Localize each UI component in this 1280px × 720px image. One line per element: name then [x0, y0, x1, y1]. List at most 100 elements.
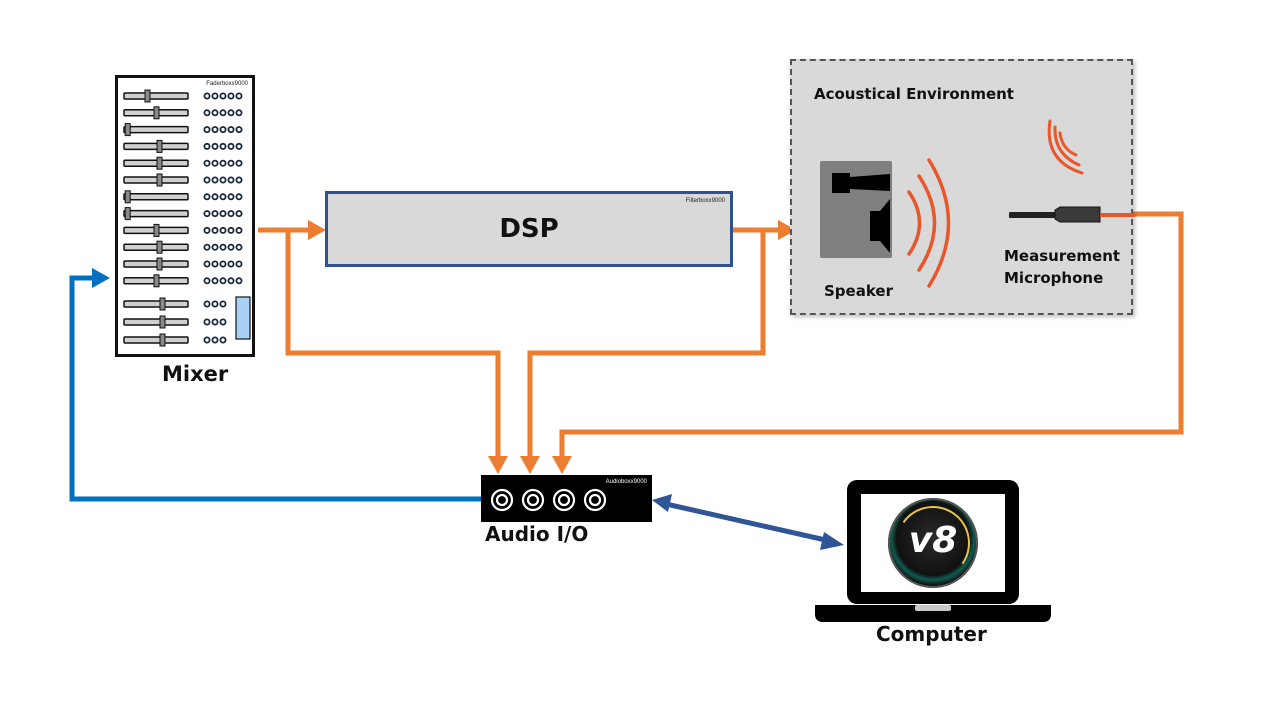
channel-knob[interactable] [203, 109, 211, 117]
channel-knob[interactable] [211, 277, 219, 285]
channel-knob[interactable] [219, 159, 227, 167]
channel-fader[interactable] [123, 223, 189, 237]
channel-knob[interactable] [235, 126, 243, 134]
channel-fader[interactable] [123, 274, 189, 288]
mixer-device[interactable]: Faderboxx9000 [115, 75, 255, 357]
channel-fader[interactable] [123, 156, 189, 170]
channel-knob[interactable] [219, 193, 227, 201]
bus-knob[interactable] [211, 318, 219, 326]
channel-knob[interactable] [219, 226, 227, 234]
channel-knob[interactable] [235, 193, 243, 201]
channel-knob[interactable] [203, 243, 211, 251]
channel-fader[interactable] [123, 123, 189, 137]
channel-knob[interactable] [211, 142, 219, 150]
channel-knob[interactable] [235, 92, 243, 100]
channel-knob[interactable] [219, 243, 227, 251]
channel-knob[interactable] [211, 126, 219, 134]
channel-fader[interactable] [123, 190, 189, 204]
channel-knob[interactable] [211, 92, 219, 100]
audio-io-label: Audio I/O [485, 522, 589, 546]
channel-knob[interactable] [211, 109, 219, 117]
bus-knob[interactable] [211, 300, 219, 308]
bus-knob[interactable] [203, 300, 211, 308]
channel-knob[interactable] [203, 92, 211, 100]
audio-jack-icon[interactable] [552, 488, 576, 512]
bus-fader[interactable] [123, 315, 189, 329]
channel-knob[interactable] [203, 260, 211, 268]
computer-laptop-icon[interactable]: v8 [815, 478, 1051, 623]
channel-knob[interactable] [203, 277, 211, 285]
app-logo-v8-icon[interactable]: v8 [888, 498, 978, 588]
microphone-sound-waves-icon [1047, 119, 1084, 175]
audio-jack-icon[interactable] [521, 488, 545, 512]
channel-knob[interactable] [227, 260, 235, 268]
channel-fader[interactable] [123, 173, 189, 187]
channel-knob[interactable] [227, 159, 235, 167]
bus-fader[interactable] [123, 297, 189, 311]
channel-knob[interactable] [235, 210, 243, 218]
channel-knob[interactable] [219, 142, 227, 150]
bus-knob[interactable] [219, 300, 227, 308]
channel-knob[interactable] [219, 126, 227, 134]
channel-knob[interactable] [227, 193, 235, 201]
bus-knob[interactable] [211, 336, 219, 344]
channel-knob[interactable] [211, 243, 219, 251]
channel-knob[interactable] [227, 142, 235, 150]
channel-knob[interactable] [203, 226, 211, 234]
channel-knob[interactable] [227, 210, 235, 218]
channel-knob[interactable] [211, 159, 219, 167]
channel-knob[interactable] [219, 277, 227, 285]
channel-knob[interactable] [203, 126, 211, 134]
dsp-device[interactable]: Filterboxx9000 DSP [325, 191, 733, 267]
channel-knob[interactable] [203, 142, 211, 150]
bus-knob[interactable] [203, 318, 211, 326]
channel-knob[interactable] [203, 210, 211, 218]
channel-knob[interactable] [227, 243, 235, 251]
channel-knob[interactable] [203, 159, 211, 167]
channel-knob[interactable] [219, 210, 227, 218]
mixer-label: Mixer [162, 362, 229, 386]
audio-jack-icon[interactable] [583, 488, 607, 512]
channel-knob[interactable] [211, 226, 219, 234]
bus-knob[interactable] [219, 336, 227, 344]
channel-knob[interactable] [235, 142, 243, 150]
channel-knob[interactable] [219, 109, 227, 117]
channel-knob[interactable] [235, 176, 243, 184]
channel-fader[interactable] [123, 257, 189, 271]
channel-knob[interactable] [227, 176, 235, 184]
channel-knob[interactable] [211, 260, 219, 268]
channel-knob[interactable] [235, 243, 243, 251]
channel-knob[interactable] [235, 109, 243, 117]
bus-knob[interactable] [203, 336, 211, 344]
bus-fader[interactable] [123, 333, 189, 347]
channel-knob[interactable] [227, 92, 235, 100]
channel-fader[interactable] [123, 207, 189, 221]
mixer-model-label: Faderboxx9000 [206, 81, 248, 87]
channel-knob[interactable] [235, 159, 243, 167]
channel-knob[interactable] [227, 226, 235, 234]
bus-knob[interactable] [219, 318, 227, 326]
channel-knob[interactable] [235, 226, 243, 234]
channel-knob[interactable] [211, 176, 219, 184]
channel-knob[interactable] [203, 176, 211, 184]
channel-knob[interactable] [203, 193, 211, 201]
audio-io-jacks [490, 488, 607, 512]
computer-label: Computer [876, 622, 987, 646]
channel-knob[interactable] [219, 260, 227, 268]
channel-fader[interactable] [123, 139, 189, 153]
channel-knob[interactable] [219, 92, 227, 100]
channel-knob[interactable] [227, 109, 235, 117]
channel-fader[interactable] [123, 240, 189, 254]
channel-knob[interactable] [227, 126, 235, 134]
channel-knob[interactable] [235, 260, 243, 268]
audio-jack-icon[interactable] [490, 488, 514, 512]
channel-fader[interactable] [123, 89, 189, 103]
audio-io-device[interactable]: Audioboxx9000 [481, 475, 652, 522]
channel-knob[interactable] [235, 277, 243, 285]
channel-fader[interactable] [123, 106, 189, 120]
channel-knob[interactable] [219, 176, 227, 184]
channel-knob[interactable] [227, 277, 235, 285]
channel-knob[interactable] [211, 210, 219, 218]
channel-knob[interactable] [211, 193, 219, 201]
speaker-icon [820, 119, 1135, 288]
